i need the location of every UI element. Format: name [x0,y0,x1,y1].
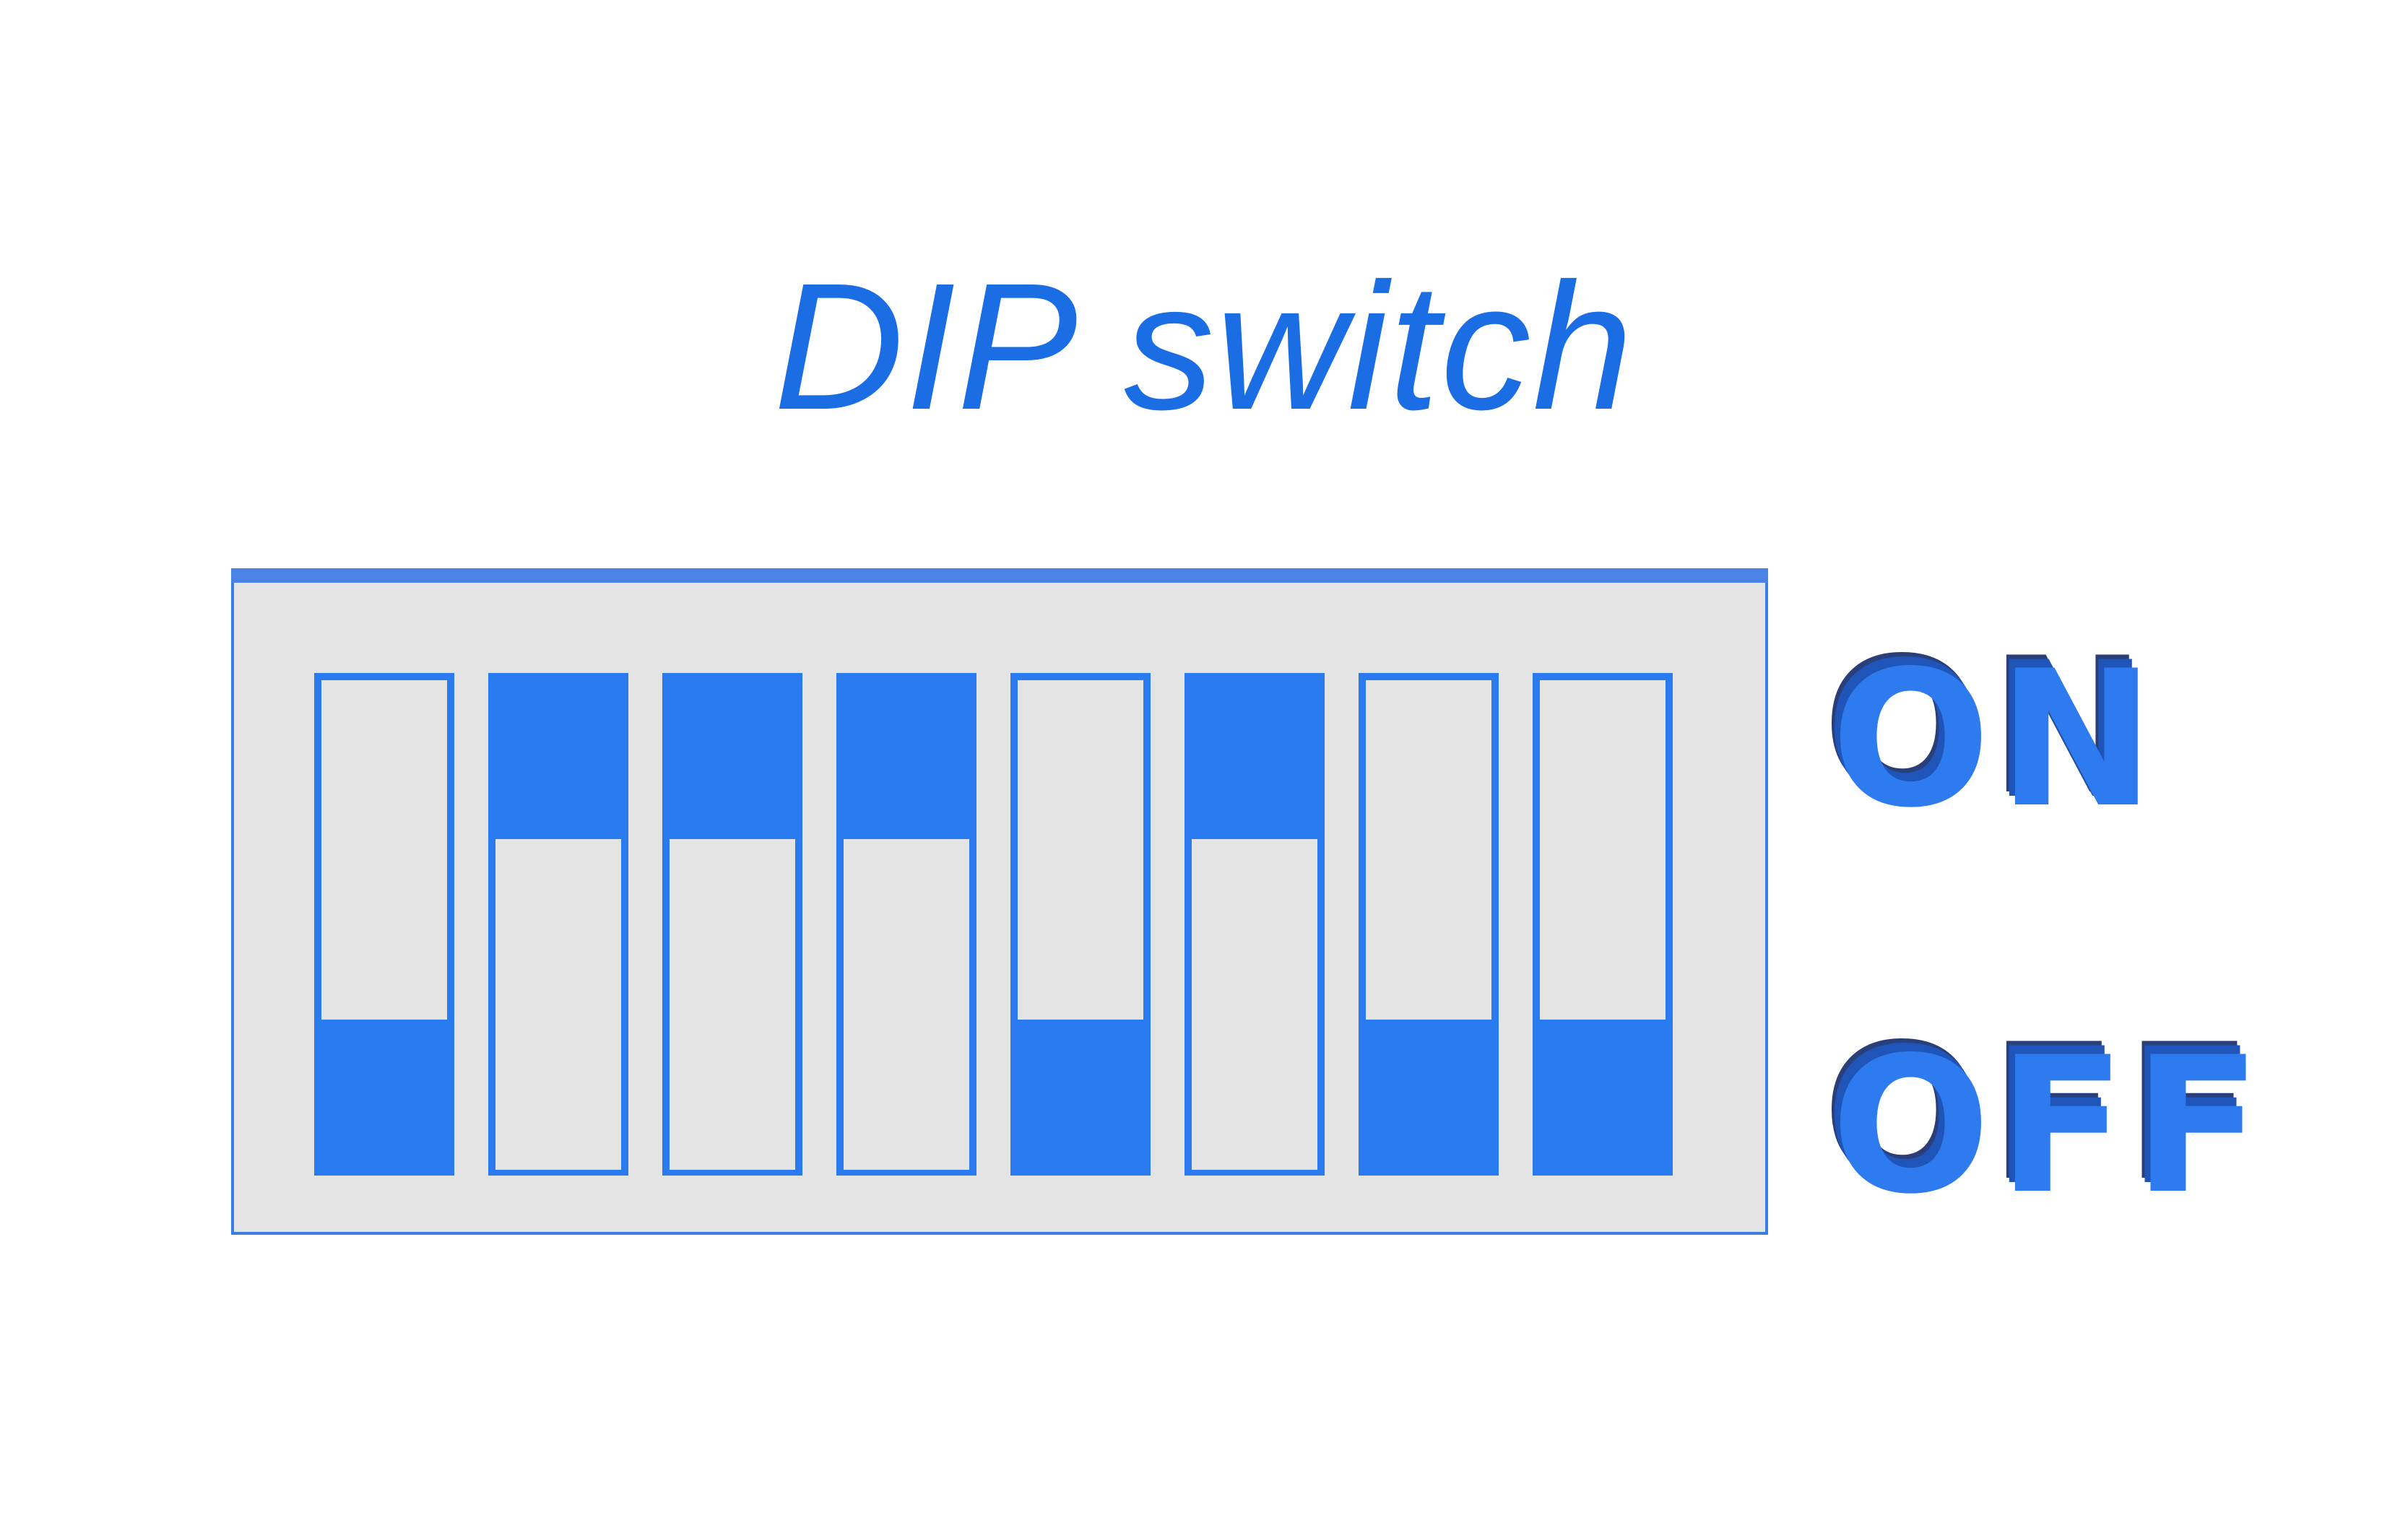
diagram-title: DIP switch [774,246,1634,447]
switch-slot [667,836,798,1173]
dip-switch-6[interactable] [1184,673,1325,1176]
dip-switch-1[interactable] [314,673,454,1176]
on-label: ON [1831,631,2162,849]
switch-slot [1363,677,1494,1022]
dip-switch-housing [231,568,1768,1235]
dip-switch-5[interactable] [1010,673,1151,1176]
dip-switch-2[interactable] [488,673,628,1176]
switch-slot [1537,677,1668,1022]
switch-slot [1189,836,1320,1173]
switch-slot [493,836,624,1173]
dip-switch-3[interactable] [662,673,802,1176]
off-label: OFF [1831,1017,2269,1235]
switch-slot [841,836,972,1173]
housing-top-edge [231,568,1768,583]
dip-switch-4[interactable] [836,673,976,1176]
switch-slot [319,677,450,1022]
switch-slot [1015,677,1146,1022]
dip-switch-8[interactable] [1533,673,1673,1176]
dip-switch-7[interactable] [1359,673,1499,1176]
